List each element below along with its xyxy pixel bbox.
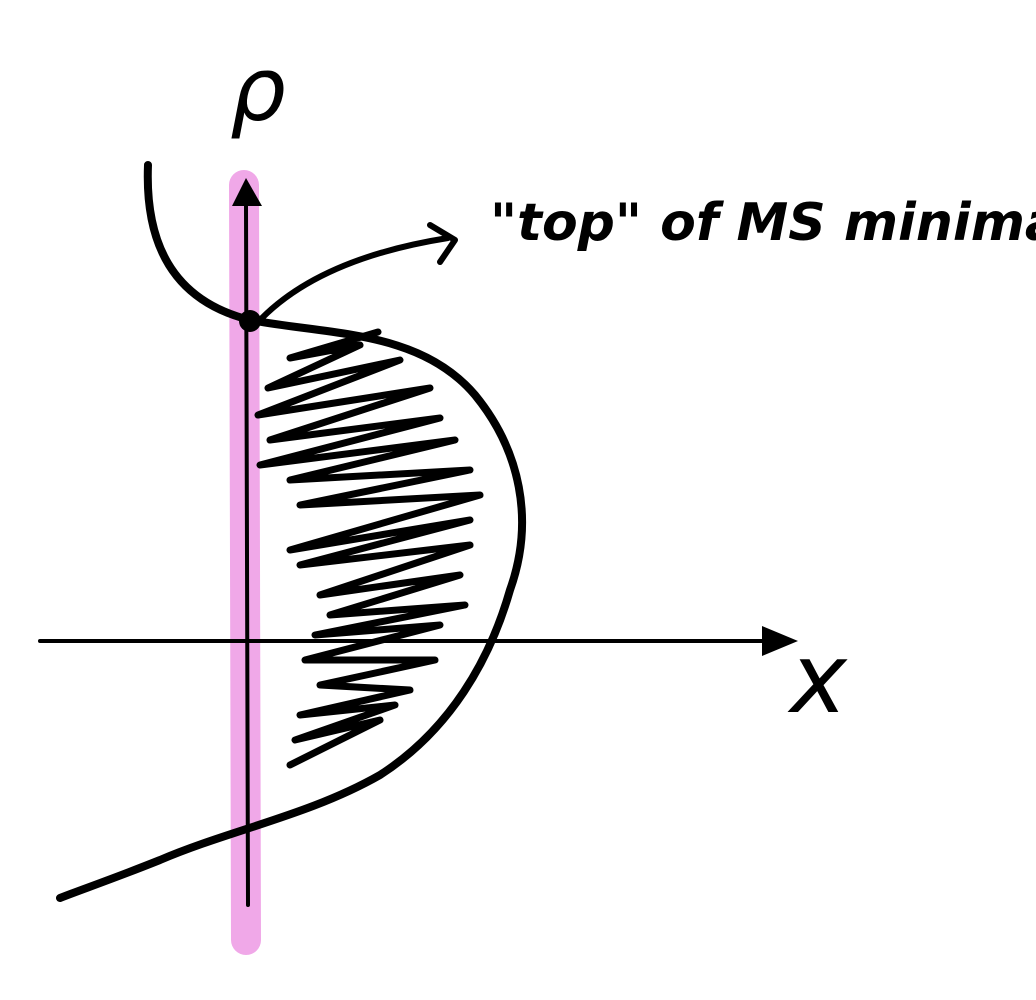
boundary-curve: [56, 161, 527, 902]
annotation-label: "top" of MS minima: [490, 193, 1036, 253]
vertical-axis-label: ρ: [230, 38, 286, 141]
horizontal-axis-label: x: [787, 623, 848, 735]
intersection-point: [239, 310, 261, 332]
vertical-axis-line: [244, 203, 250, 907]
horizontal-axis-arrowhead: [762, 626, 798, 656]
annotation-arrow: [259, 235, 451, 321]
shaded-region-hatching: [254, 328, 484, 769]
vertical-axis-arrowhead: [232, 178, 262, 206]
annotation-arrowhead: [427, 222, 458, 265]
